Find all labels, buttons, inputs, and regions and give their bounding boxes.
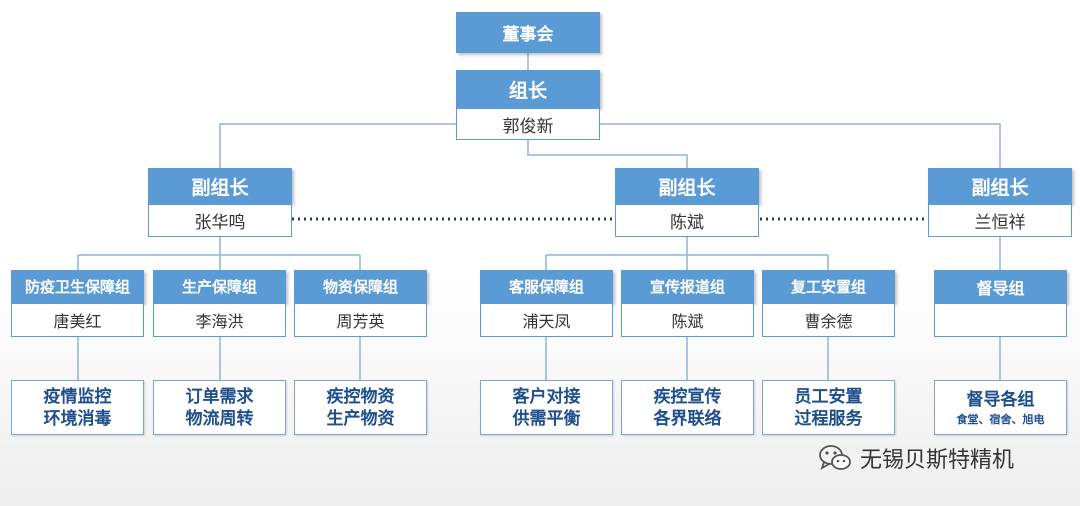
task-4-line-2: 供需平衡 (512, 408, 581, 429)
board-label: 董事会 (502, 25, 554, 45)
group-1-title-box: 防疫卫生保障组 (11, 270, 144, 303)
group-1-name-box: 唐美红 (11, 303, 144, 337)
deputy-3-title-box: 副组长 (928, 168, 1072, 204)
leader-title-box: 组长 (456, 70, 600, 108)
deputy-2-title: 副组长 (658, 176, 716, 199)
group-1-name: 唐美红 (53, 312, 102, 331)
group-3-name: 周芳英 (336, 312, 385, 331)
group-5-name: 陈斌 (671, 312, 704, 331)
task-2-line-1: 订单需求 (185, 386, 254, 407)
group-6-title: 复工安置组 (790, 278, 866, 296)
group-3-title: 物资保障组 (322, 278, 398, 296)
deputy-1-title-box: 副组长 (148, 168, 292, 204)
deputy-2-title-box: 副组长 (615, 168, 759, 204)
group-4-name: 浦天凤 (522, 312, 571, 331)
group-7-name-box (934, 303, 1067, 337)
watermark-text: 无锡贝斯特精机 (860, 448, 1015, 473)
task-2-line-2: 物流周转 (185, 408, 254, 429)
group-6-name: 曹余德 (804, 312, 853, 331)
deputy-2-name-box: 陈斌 (615, 204, 759, 237)
deputy-3-title: 副组长 (971, 176, 1029, 199)
group-2-title: 生产保障组 (181, 278, 257, 296)
group-6-name-box: 曹余德 (762, 303, 895, 337)
group-3-title-box: 物资保障组 (294, 270, 427, 303)
task-6-line-1: 员工安置 (794, 386, 863, 407)
group-5-name-box: 陈斌 (621, 303, 754, 337)
deputy-1-title: 副组长 (191, 176, 249, 199)
group-5-title-box: 宣传报道组 (621, 270, 754, 303)
leader-title: 组长 (508, 79, 547, 102)
task-7-note: 食堂、宿舍、旭电 (956, 412, 1045, 426)
task-box-2: 订单需求 物流周转 (153, 380, 286, 435)
task-3-line-1: 疾控物资 (326, 386, 395, 407)
group-2-name-box: 李海洪 (153, 303, 286, 337)
deputy-1-name: 张华鸣 (194, 213, 246, 233)
task-7-line-1: 督导各组 (966, 389, 1035, 410)
deputy-2-name: 陈斌 (670, 213, 704, 233)
wechat-icon (818, 443, 852, 473)
task-5-line-2: 各界联络 (653, 408, 722, 429)
task-3-line-2: 生产物资 (326, 408, 395, 429)
task-1-line-2: 环境消毒 (43, 408, 112, 429)
leader-name-box: 郭俊新 (456, 108, 600, 140)
task-4-line-1: 客户对接 (512, 386, 581, 407)
task-box-5: 疾控宣传 各界联络 (621, 380, 754, 435)
group-3-name-box: 周芳英 (294, 303, 427, 337)
group-4-title-box: 客服保障组 (480, 270, 613, 303)
deputy-3-name: 兰恒祥 (974, 213, 1026, 233)
group-7-title: 督导组 (976, 278, 1025, 298)
task-box-3: 疾控物资 生产物资 (294, 380, 427, 435)
task-box-1: 疫情监控 环境消毒 (11, 380, 144, 435)
task-box-6: 员工安置 过程服务 (762, 380, 895, 435)
group-4-name-box: 浦天凤 (480, 303, 613, 337)
task-6-line-2: 过程服务 (794, 408, 863, 429)
leader-name: 郭俊新 (502, 116, 554, 137)
group-6-title-box: 复工安置组 (762, 270, 895, 303)
task-box-4: 客户对接 供需平衡 (480, 380, 613, 435)
task-5-line-1: 疾控宣传 (653, 386, 722, 407)
group-4-title: 客服保障组 (508, 278, 584, 296)
watermark: 无锡贝斯特精机 (818, 440, 1014, 476)
group-2-name: 李海洪 (195, 312, 244, 331)
group-5-title: 宣传报道组 (649, 278, 725, 296)
group-7-title-box: 督导组 (934, 270, 1067, 303)
group-1-title: 防疫卫生保障组 (24, 278, 130, 296)
task-box-7: 督导各组 食堂、宿舍、旭电 (934, 380, 1067, 435)
deputy-1-name-box: 张华鸣 (148, 204, 292, 237)
task-1-line-1: 疫情监控 (43, 386, 112, 407)
board-box: 董事会 (456, 12, 600, 53)
group-2-title-box: 生产保障组 (153, 270, 286, 303)
deputy-3-name-box: 兰恒祥 (928, 204, 1072, 237)
